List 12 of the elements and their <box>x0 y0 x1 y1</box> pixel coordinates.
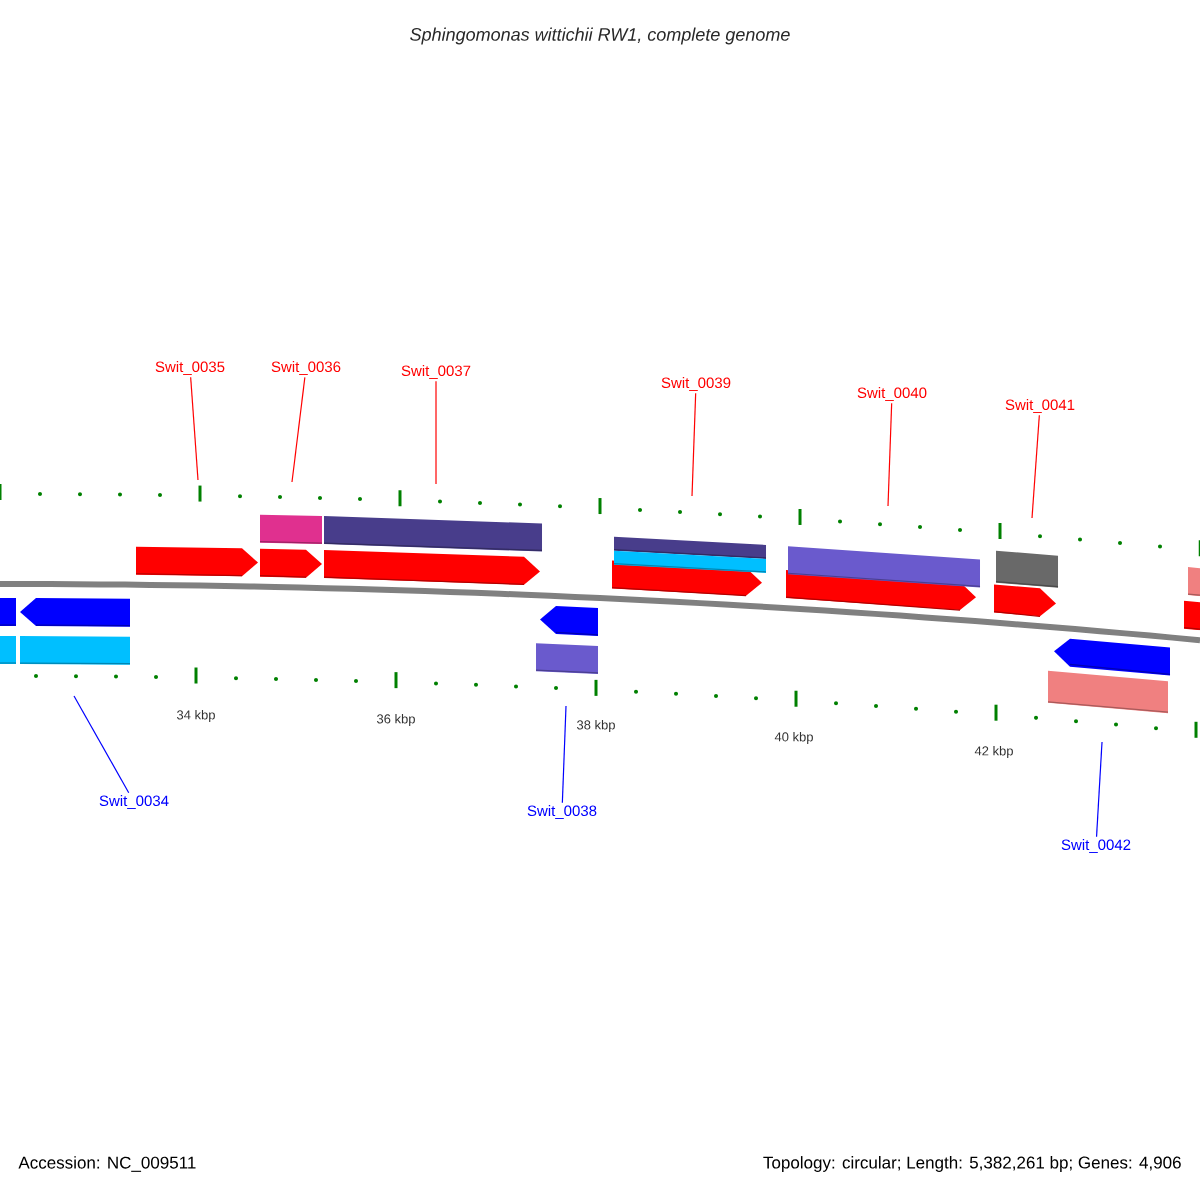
title: Sphingomonas wittichii RW1, complete genome <box>410 27 790 45</box>
leader-line <box>1095 741 1103 838</box>
leader-line <box>291 376 306 483</box>
genome-summary-text: Topology: circular; Length: 5,382,261 bp; Genes: 4,906 <box>763 1156 1181 1172</box>
accession-text: Accession: NC_009511 <box>18 1156 196 1172</box>
leader-line <box>190 376 199 481</box>
leader-line <box>73 695 130 794</box>
leader-line <box>435 380 437 485</box>
leader-line <box>691 392 697 497</box>
leader-line <box>887 402 893 507</box>
leader-line <box>1031 414 1040 519</box>
leader-line <box>561 705 567 804</box>
